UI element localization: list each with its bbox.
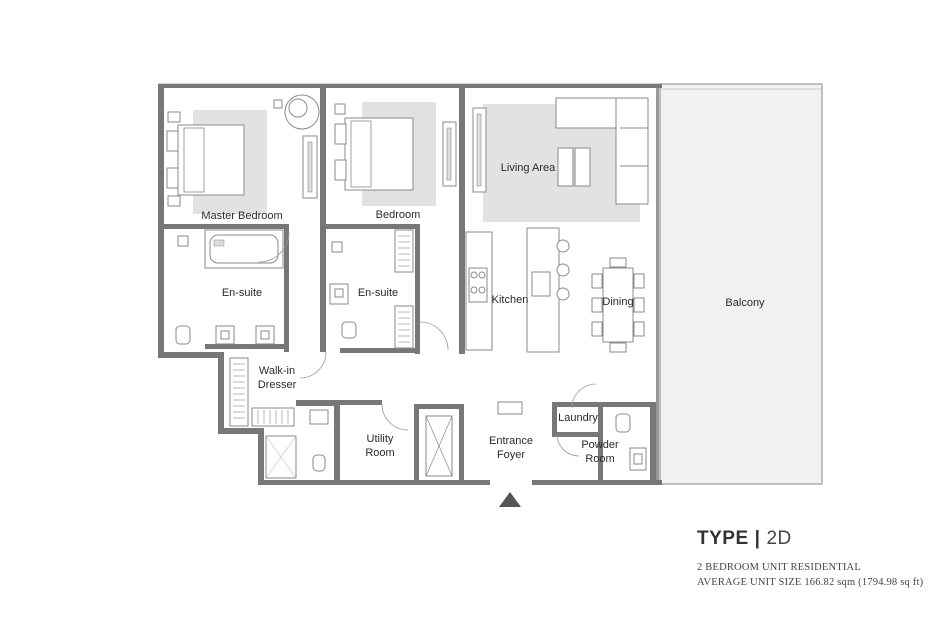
ensuite-fixture: [331, 241, 343, 253]
label-walkin-line1: Walk-in: [259, 365, 295, 377]
toilet: [341, 321, 357, 339]
cooktop: [468, 267, 488, 303]
label-walkin-line2: Dresser: [258, 379, 297, 391]
dining-table: [591, 257, 645, 353]
kitchen-sink: [531, 271, 551, 297]
type-separator: |: [754, 528, 761, 549]
bar-stool: [556, 263, 570, 277]
label-powder-line1: Powder: [581, 439, 619, 451]
basin: [629, 447, 647, 471]
toilet: [175, 325, 191, 345]
ensuite-fixture: [177, 235, 189, 247]
sofa: [555, 97, 649, 205]
dresser-rack: [229, 357, 249, 427]
label-utility-line2: Room: [365, 447, 394, 459]
bar-stool: [556, 287, 570, 301]
type-word: TYPE: [697, 528, 749, 549]
coffee-table-right: [574, 147, 591, 187]
label-ensuite-bedroom: En-suite: [358, 287, 398, 299]
label-entrance-line1: Entrance: [489, 435, 533, 447]
master-bed: [166, 111, 245, 207]
unit-info: TYPE|2D 2 BEDROOM UNIT RESIDENTIAL AVERA…: [697, 528, 923, 588]
unit-description: 2 BEDROOM UNIT RESIDENTIAL: [697, 562, 861, 573]
shower-rack: [394, 229, 414, 273]
bar-stool: [556, 239, 570, 253]
armchair: [273, 94, 320, 130]
coffee-table-left: [557, 147, 574, 187]
toilet: [312, 454, 326, 472]
label-dining: Dining: [602, 296, 633, 308]
label-bedroom: Bedroom: [376, 209, 421, 221]
basin: [329, 283, 349, 305]
label-powder-line2: Room: [585, 453, 614, 465]
label-living-area: Living Area: [501, 162, 556, 174]
walls: [158, 84, 662, 485]
basin: [255, 325, 275, 345]
basin: [215, 325, 235, 345]
bathtub: [204, 229, 284, 269]
label-laundry: Laundry: [558, 412, 598, 424]
dresser-rack: [251, 407, 295, 427]
balcony-area: [659, 83, 823, 485]
label-ensuite-master: En-suite: [222, 287, 262, 299]
toilet: [615, 413, 631, 433]
foyer-console: [497, 401, 523, 415]
label-master-bedroom: Master Bedroom: [201, 210, 282, 222]
label-utility-line1: Utility: [367, 433, 394, 445]
unit-type-heading: TYPE|2D: [697, 528, 923, 550]
label-entrance-line2: Foyer: [497, 449, 525, 461]
entrance-arrow-icon: [499, 492, 521, 507]
bedroom-bed: [334, 103, 414, 191]
shelf-rack: [394, 305, 414, 349]
basin: [309, 409, 329, 425]
door-swings: [258, 231, 597, 457]
label-kitchen: Kitchen: [492, 294, 529, 306]
label-balcony: Balcony: [725, 297, 765, 309]
type-code: 2D: [766, 528, 792, 549]
unit-size: AVERAGE UNIT SIZE 166.82 sqm (1794.98 sq…: [697, 577, 924, 588]
